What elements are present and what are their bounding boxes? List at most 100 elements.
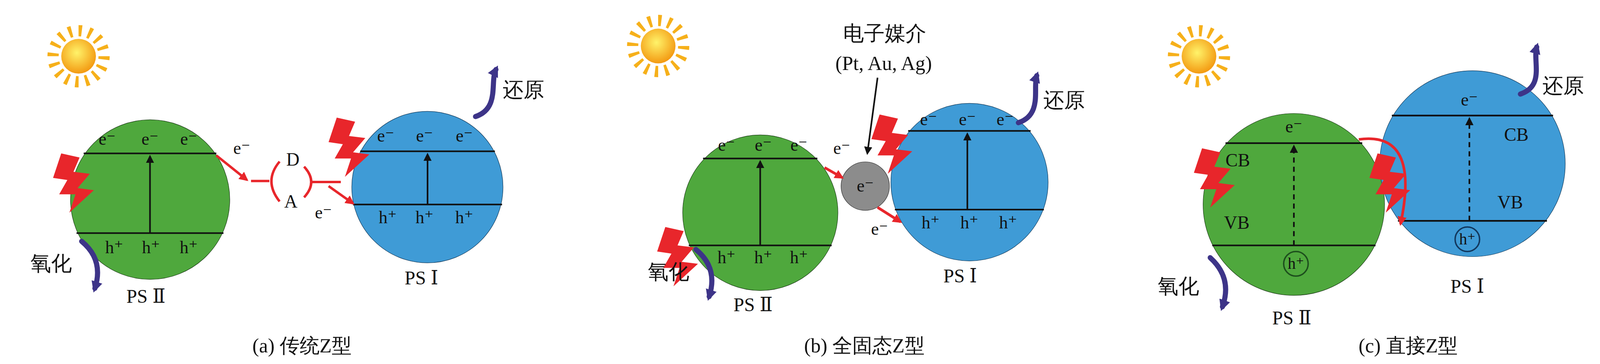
excitation-arrow [759,161,761,246]
annotation-label: 氧化 [30,252,72,274]
band-line [702,157,818,160]
annotation-label: 电子媒介 [843,23,927,44]
light-bolts [53,114,1411,286]
edge-label: e⁻ [833,139,851,158]
carrier-symbol: e⁻ [415,127,434,145]
hole-ring [1454,226,1480,251]
circle-fill [352,111,504,263]
band-label: VB [1497,193,1523,212]
leader-arrow [867,77,878,154]
carrier-symbol: h⁺ [960,213,979,232]
carrier-symbol: h⁺ [179,238,198,257]
light-bolt [871,114,913,174]
carrier-symbol: e⁻ [141,130,159,148]
carrier-symbol: e⁻ [718,136,736,154]
photosystem-circle: e⁻e⁻e⁻h⁺h⁺h⁺PS Ⅰ [889,102,1049,262]
light-bolt [53,153,94,213]
excitation-arrow [1468,118,1471,221]
band-label: CB [1225,151,1250,170]
carrier-symbol: e⁻ [1460,91,1479,109]
photosystem-name: PS Ⅰ [1450,276,1485,296]
circle-fill [841,161,890,211]
redox-arrow [1210,257,1226,307]
carrier-symbol: h⁺ [999,213,1017,232]
carrier-symbol: e⁻ [180,130,198,148]
band-line [360,150,495,152]
annotation-label: A [284,192,298,211]
panel-caption: (b) 全固态Z型 [803,335,925,356]
electron-transfer-arrow [1358,138,1406,224]
carrier-symbol: e⁻ [790,136,808,154]
photosystem-name: PS Ⅱ [126,286,166,306]
band-lines [76,115,1554,246]
circle-fill [890,103,1049,261]
excitation-arrow [426,154,429,205]
sun-icon [53,30,105,82]
panel-caption: (Pt, Au, Ag) [835,53,933,74]
band-line [1397,219,1547,222]
annotation-label: 还原 [1542,75,1585,97]
band-label: CB [1504,125,1529,144]
bracket-line [250,179,270,182]
carrier-symbol: h⁺ [921,213,940,232]
edge-layer [824,138,1405,224]
carrier-symbol: e⁻ [98,130,116,148]
redox-arrow [1520,47,1537,95]
carrier-symbol: e⁻ [1285,117,1303,136]
band-line [894,208,1044,211]
light-bolt [328,117,370,177]
annotation-label: D [286,150,300,169]
redox-arrow [1018,75,1037,123]
sun-icon [1173,30,1225,82]
sun-icon [632,20,684,72]
carrier-symbol: h⁺ [378,208,397,227]
redox-arrow [475,69,496,117]
hole-rings [1283,226,1480,276]
band-line [1391,114,1553,117]
bracket [304,166,312,198]
annotation-label: 氧化 [1157,275,1200,297]
circle-fill [1379,70,1566,257]
photosystem-name: PS Ⅱ [733,294,773,315]
carrier-symbol: h⁺ [105,238,124,257]
electron-transfer-arrow [877,206,901,222]
carrier-symbol: e⁻ [754,136,773,154]
light-bolt [1194,148,1235,208]
annotation-label: 还原 [502,79,545,101]
carrier-symbol: e⁻ [377,127,395,145]
electron-mediator: e⁻ [840,161,890,211]
bracket-line [312,180,341,184]
carrier-symbol: h⁺ [415,208,434,227]
electron-arrow [328,185,353,203]
edge-label: e⁻ [871,220,889,238]
photosystem-name: PS Ⅰ [404,268,438,288]
photosystem-name: PS Ⅱ [1272,308,1312,328]
panel-caption: (a) 传统Z型 [252,335,353,356]
annotation-label: 氧化 [647,261,690,283]
redox-arrow [81,240,98,289]
annotation-label: 还原 [1043,89,1085,111]
annotation-label: e⁻ [314,203,333,222]
carrier-symbol: h⁺ [1287,255,1304,272]
photosystem-name: PS Ⅰ [943,266,978,286]
annotation-label: e⁻ [233,139,251,158]
carrier-symbol: h⁺ [1458,230,1476,247]
band-line [83,152,217,154]
carrier-symbol: h⁺ [790,248,808,267]
band-line [908,129,1031,132]
panel-caption: (c) 直接Z型 [1358,335,1459,356]
bracket [271,161,280,202]
carrier-symbol: e⁻ [455,127,473,145]
sun-icons [53,20,1225,82]
electron-arrow [216,155,247,180]
carrier-symbol: e⁻ [996,110,1014,129]
band-label: VB [1223,213,1250,232]
circle-fill [682,134,838,291]
photosystem-circle: e⁻CBVBh⁺PS Ⅰ [1378,69,1567,258]
redox-arrow [696,249,713,297]
redox-arrows [81,47,1537,307]
carrier-symbol: h⁺ [717,248,736,267]
